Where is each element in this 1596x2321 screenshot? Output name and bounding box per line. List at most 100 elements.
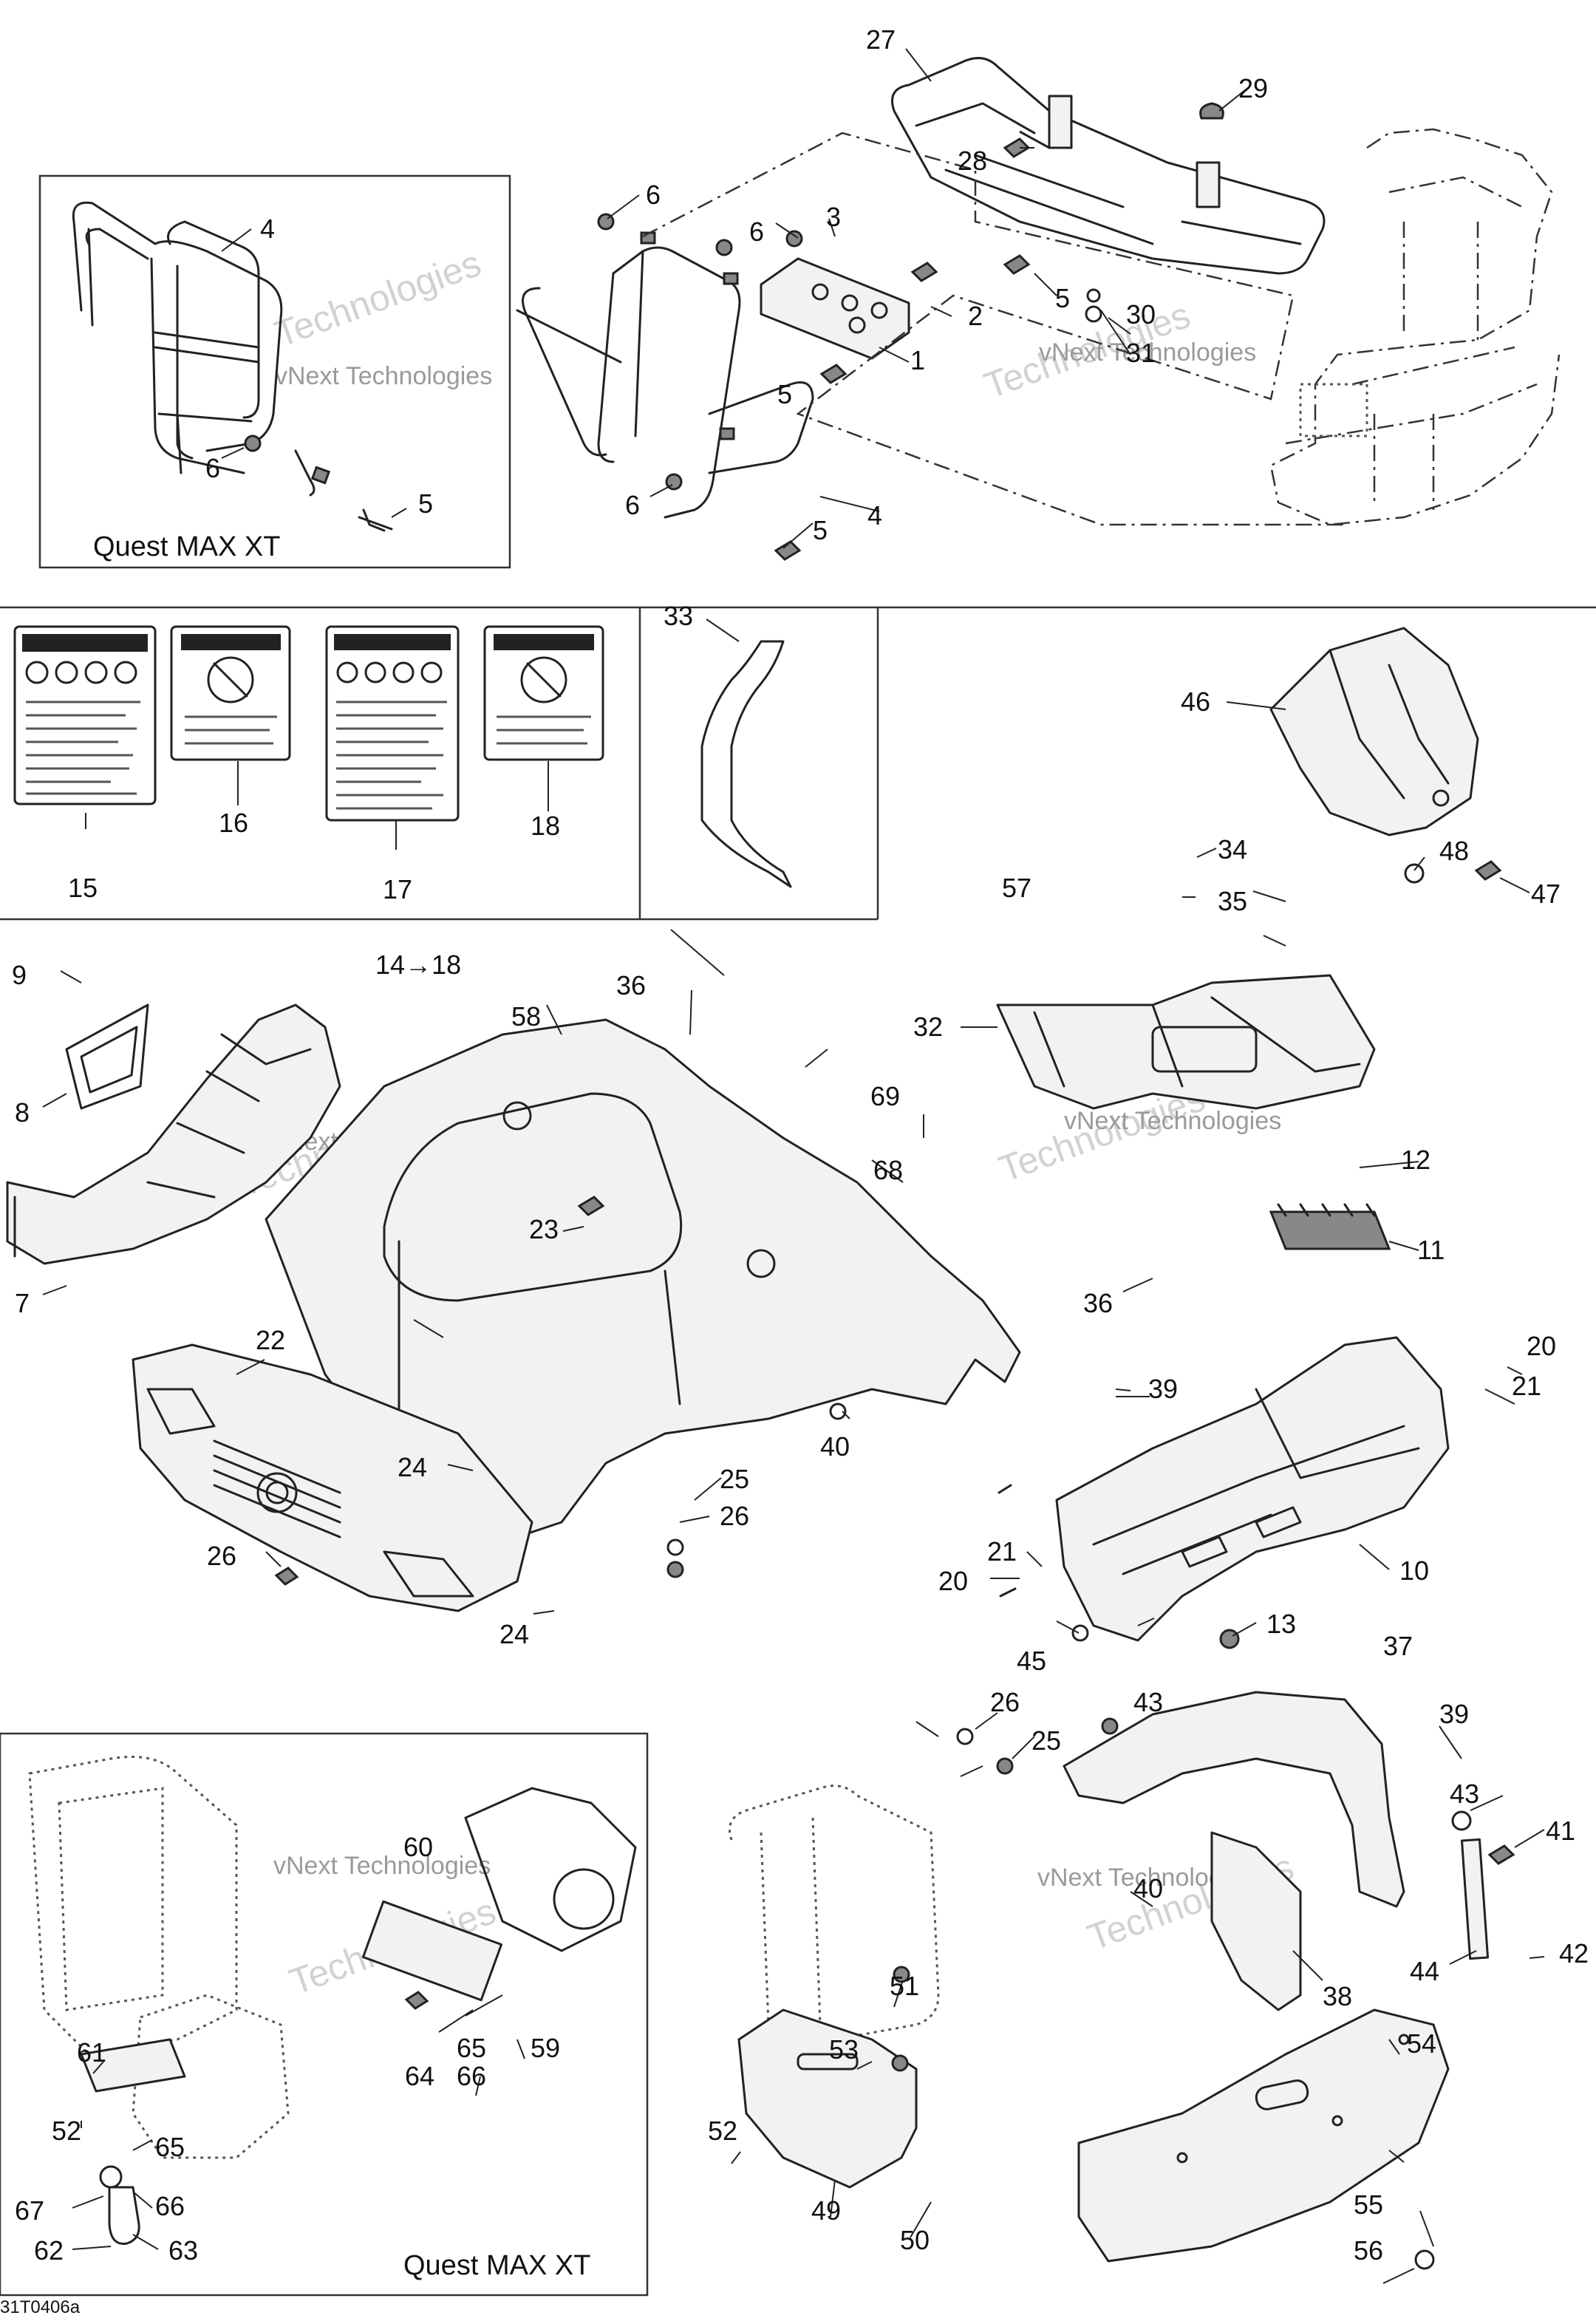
trim-strip-33 bbox=[700, 640, 792, 888]
right-footwell-10 bbox=[1055, 1336, 1450, 1642]
callout-39: 39 bbox=[1439, 1699, 1469, 1729]
callout-2: 2 bbox=[968, 301, 983, 331]
callout-6: 6 bbox=[205, 453, 220, 483]
front-bumper-assembly bbox=[516, 231, 814, 519]
callout-6: 6 bbox=[625, 490, 640, 520]
rear-fender-37 bbox=[1063, 1691, 1405, 1908]
callout-4: 4 bbox=[867, 500, 882, 531]
callout-38: 38 bbox=[1323, 1981, 1352, 2011]
callout-63: 63 bbox=[168, 2235, 198, 2266]
callout-32: 32 bbox=[913, 1012, 943, 1042]
callout-5: 5 bbox=[813, 515, 828, 545]
callout-1: 1 bbox=[910, 345, 925, 375]
callout-range-14-18: 14→18 bbox=[375, 950, 461, 980]
callout-9: 9 bbox=[12, 960, 27, 990]
callout-61: 61 bbox=[77, 2037, 106, 2068]
callout-18: 18 bbox=[531, 811, 560, 841]
callout-66: 66 bbox=[155, 2191, 185, 2221]
inset-frame-bottom-left bbox=[0, 1732, 649, 2297]
callout-36: 36 bbox=[616, 970, 646, 1001]
callout-6: 6 bbox=[749, 217, 764, 247]
callout-26: 26 bbox=[720, 1501, 749, 1531]
reflector-8 bbox=[65, 1003, 149, 1110]
callout-46: 46 bbox=[1181, 686, 1210, 717]
right-fender-liner-46 bbox=[1269, 627, 1479, 836]
callout-36: 36 bbox=[1083, 1288, 1113, 1318]
callout-21: 21 bbox=[987, 1536, 1017, 1567]
callout-26: 26 bbox=[207, 1541, 236, 1571]
bracket-44 bbox=[1460, 1838, 1490, 1960]
inset-frame-top-left bbox=[38, 174, 511, 569]
warning-label-15 bbox=[13, 625, 157, 805]
callout-59: 59 bbox=[531, 2033, 560, 2063]
left-footwell-7 bbox=[6, 1003, 341, 1265]
callout-41: 41 bbox=[1546, 1816, 1575, 1846]
callout-34: 34 bbox=[1218, 834, 1247, 865]
callout-27: 27 bbox=[866, 24, 896, 55]
callout-55: 55 bbox=[1354, 2189, 1383, 2220]
leader-lines bbox=[42, 48, 1545, 2284]
callout-62: 62 bbox=[34, 2235, 64, 2266]
watermark-text: Technologies bbox=[270, 242, 486, 355]
callout-30: 30 bbox=[1126, 299, 1156, 330]
callout-5: 5 bbox=[777, 379, 792, 409]
inset-front-bumper-max-xt bbox=[72, 201, 393, 532]
callout-16: 16 bbox=[219, 808, 248, 838]
callout-3: 3 bbox=[826, 202, 841, 232]
callout-37: 37 bbox=[1383, 1631, 1413, 1661]
warning-label-18 bbox=[483, 625, 604, 761]
callout-24: 24 bbox=[398, 1452, 427, 1482]
callout-15: 15 bbox=[68, 873, 98, 903]
watermark-company: vNext Technologies bbox=[275, 362, 492, 390]
callout-48: 48 bbox=[1439, 836, 1469, 866]
skid-plate-49 bbox=[737, 2008, 918, 2189]
callout-5: 5 bbox=[1055, 283, 1070, 313]
rear-rack bbox=[891, 57, 1326, 275]
callout-56: 56 bbox=[1354, 2235, 1383, 2266]
callout-5: 5 bbox=[418, 488, 433, 519]
mud-flap-38 bbox=[1210, 1831, 1302, 2011]
callout-65: 65 bbox=[457, 2033, 486, 2063]
front-fascia-22 bbox=[132, 1343, 533, 1612]
callout-68: 68 bbox=[873, 1155, 903, 1185]
callout-39: 39 bbox=[1148, 1374, 1178, 1404]
callout-20: 20 bbox=[938, 1566, 968, 1596]
callout-42: 42 bbox=[1559, 1938, 1589, 1969]
callout-58: 58 bbox=[511, 1001, 541, 1032]
watermark-company: vNext Technologies bbox=[273, 1852, 491, 1880]
callout-8: 8 bbox=[15, 1097, 30, 1128]
assembly-path-line bbox=[642, 132, 1345, 526]
callout-25: 25 bbox=[1031, 1725, 1061, 1756]
footrest-grip-11 bbox=[1269, 1203, 1391, 1250]
callout-11: 11 bbox=[1417, 1235, 1445, 1265]
callout-45: 45 bbox=[1017, 1646, 1046, 1676]
callout-25: 25 bbox=[720, 1464, 749, 1494]
callout-52: 52 bbox=[52, 2116, 81, 2146]
figure-code: 31T0406a bbox=[0, 2297, 81, 2317]
callout-4: 4 bbox=[260, 214, 275, 244]
callout-50: 50 bbox=[900, 2225, 930, 2255]
skid-plate-54 bbox=[1077, 2008, 1450, 2263]
callout-53: 53 bbox=[829, 2034, 859, 2065]
callout-20: 20 bbox=[1527, 1331, 1556, 1361]
callout-10: 10 bbox=[1399, 1555, 1429, 1586]
callout-49: 49 bbox=[811, 2195, 841, 2226]
callout-12: 12 bbox=[1401, 1145, 1430, 1175]
callout-54: 54 bbox=[1407, 2028, 1436, 2059]
callout-24: 24 bbox=[499, 1619, 529, 1649]
watermark-company: vNext Technologies bbox=[1064, 1107, 1281, 1135]
callout-69: 69 bbox=[870, 1081, 900, 1111]
callout-43: 43 bbox=[1450, 1779, 1479, 1809]
callout-21: 21 bbox=[1512, 1371, 1541, 1401]
warning-label-17 bbox=[325, 625, 460, 822]
callout-67: 67 bbox=[15, 2195, 44, 2226]
callout-23: 23 bbox=[529, 1214, 559, 1244]
callout-65: 65 bbox=[155, 2132, 185, 2162]
inset-caption-bottom: Quest MAX XT bbox=[403, 2250, 590, 2281]
callout-57: 57 bbox=[1002, 873, 1031, 903]
inset-winch-max-xt bbox=[28, 1756, 637, 2245]
callout-numbers: 27 29 28 4 6 6 3 5 2 30 31 1 5 6 5 6 4 5… bbox=[12, 24, 1589, 2266]
callout-40: 40 bbox=[820, 1431, 850, 1462]
callout-40: 40 bbox=[1133, 1873, 1163, 1904]
callout-47: 47 bbox=[1531, 879, 1561, 909]
